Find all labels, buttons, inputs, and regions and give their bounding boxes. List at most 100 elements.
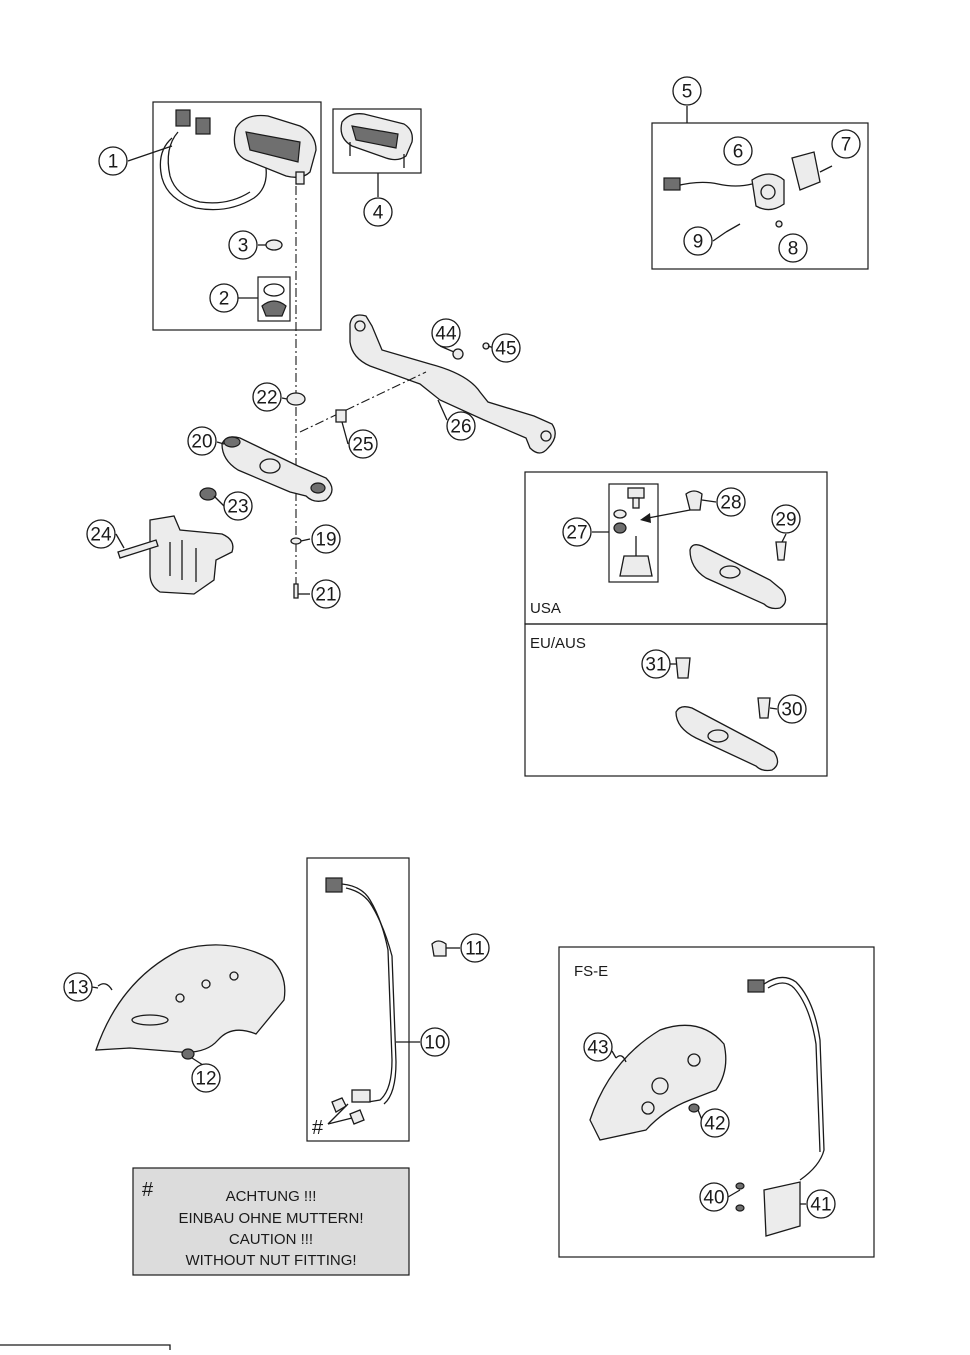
callout-4: 4 <box>363 197 393 227</box>
callout-circle-3 <box>228 230 258 260</box>
ignition-lock-drawing <box>663 151 833 233</box>
screw-drawing <box>293 583 299 599</box>
callout-circle-5 <box>672 76 702 106</box>
bolt-drawing <box>117 539 159 559</box>
callout-30: 30 <box>777 694 807 724</box>
ignition-lock-box <box>651 122 869 270</box>
callout-circle-29 <box>771 504 801 534</box>
note-line-1: ACHTUNG !!! <box>226 1188 317 1205</box>
callout-number-23: 23 <box>227 497 248 518</box>
marker-symbol: # <box>312 1117 324 1139</box>
callout-2: 2 <box>209 283 239 313</box>
usa-arrowhead <box>640 513 651 523</box>
callout-27: 27 <box>562 517 592 547</box>
fs-e-disc-drawing <box>589 1024 727 1141</box>
eu-bolt-left-drawing <box>675 657 691 679</box>
callout-circle-23 <box>223 491 253 521</box>
callout-31: 31 <box>641 649 671 679</box>
callout-28: 28 <box>716 487 746 517</box>
callout-number-1: 1 <box>108 152 119 173</box>
callout-8: 8 <box>778 233 808 263</box>
callout-26: 26 <box>446 411 476 441</box>
callout-circle-30 <box>777 694 807 724</box>
alignment-line-a <box>299 371 427 433</box>
speed-sensor-cable-drawing <box>325 877 397 1125</box>
fs-e-label: FS-E <box>574 963 608 980</box>
brake-disc-drawing <box>95 944 286 1053</box>
cable-clip-drawing <box>431 940 447 957</box>
eu-bolt-right-drawing <box>757 697 771 719</box>
callout-9: 9 <box>683 226 713 256</box>
callout-number-5: 5 <box>682 82 693 103</box>
note-symbol: # <box>142 1179 154 1201</box>
callout-number-45: 45 <box>495 339 516 360</box>
clamp-plate-drawing <box>221 436 333 502</box>
callout-number-25: 25 <box>352 435 373 456</box>
callout-1: 1 <box>98 146 128 176</box>
fs-e-nut-drawing <box>688 1103 700 1113</box>
callout-number-7: 7 <box>841 135 852 156</box>
dashboard-cover-drawing <box>340 113 413 168</box>
callout-number-12: 12 <box>195 1069 216 1090</box>
callout-number-21: 21 <box>315 585 336 606</box>
eu-aus-label: EU/AUS <box>530 635 586 652</box>
eu-clamp-hole <box>707 729 729 743</box>
fs-e-screw-bottom-drawing <box>735 1204 745 1212</box>
callout-number-24: 24 <box>90 525 112 546</box>
callout-29: 29 <box>771 504 801 534</box>
callout-number-11: 11 <box>465 939 485 960</box>
page-stub-line <box>0 1344 171 1350</box>
fs-e-circlip-drawing <box>615 1055 627 1063</box>
callout-number-30: 30 <box>781 700 802 721</box>
callout-circle-11 <box>460 933 490 963</box>
grommet-drawing <box>199 487 217 501</box>
side-plate-drawing <box>149 515 234 595</box>
callout-5: 5 <box>672 76 702 106</box>
callout-number-40: 40 <box>703 1188 724 1209</box>
callout-19: 19 <box>311 524 341 554</box>
callout-number-42: 42 <box>704 1114 725 1135</box>
callout-circle-4 <box>363 197 393 227</box>
note-background <box>132 1167 410 1276</box>
callout-43: 43 <box>583 1032 613 1062</box>
callout-20: 20 <box>187 426 217 456</box>
callout-circle-12 <box>191 1063 221 1093</box>
rubber-bushing-drawing <box>286 392 306 406</box>
callout-circle-22 <box>252 382 282 412</box>
callout-number-2: 2 <box>219 289 230 310</box>
callout-10: 10 <box>420 1027 450 1057</box>
washer-drawing <box>290 537 302 545</box>
callout-45: 45 <box>491 333 521 363</box>
leader-lines <box>91 106 806 1205</box>
callout-6: 6 <box>723 136 753 166</box>
callout-7: 7 <box>831 129 861 159</box>
usa-pin-drawing <box>775 541 787 561</box>
usa-bolt-drawing <box>613 487 653 577</box>
callout-number-20: 20 <box>191 432 212 453</box>
callout-number-6: 6 <box>733 142 744 163</box>
callout-23: 23 <box>223 491 253 521</box>
callout-12: 12 <box>191 1063 221 1093</box>
callout-number-4: 4 <box>373 203 384 224</box>
dashboard-cover-box <box>332 108 422 174</box>
callout-number-19: 19 <box>315 530 336 551</box>
callout-circle-10 <box>420 1027 450 1057</box>
callout-number-26: 26 <box>450 417 471 438</box>
callout-3: 3 <box>228 230 258 260</box>
callout-number-22: 22 <box>256 388 277 409</box>
callout-circle-9 <box>683 226 713 256</box>
callout-circle-44 <box>431 318 461 348</box>
dashboard-box <box>152 101 322 331</box>
usa-clamp-drawing <box>689 544 787 610</box>
nut-drawing <box>452 348 464 360</box>
callout-circle-41 <box>806 1189 836 1219</box>
callout-circle-24 <box>86 519 116 549</box>
fs-e-bracket-drawing <box>763 1181 801 1237</box>
callout-number-9: 9 <box>693 232 704 253</box>
usa-clamp-hole <box>719 565 741 579</box>
callout-circle-13 <box>63 972 93 1002</box>
disc-nut-drawing <box>181 1048 195 1060</box>
callout-circle-1 <box>98 146 128 176</box>
